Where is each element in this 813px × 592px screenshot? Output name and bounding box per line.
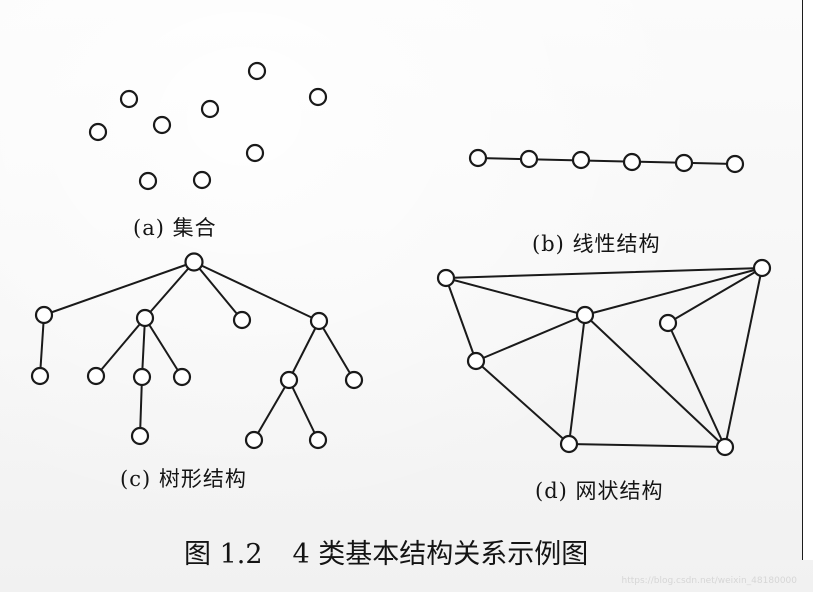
tree-node xyxy=(344,370,364,390)
graph-edge xyxy=(568,314,586,445)
set-node xyxy=(200,99,220,119)
linear-edge xyxy=(477,157,736,165)
graph-edge xyxy=(584,314,726,448)
set-node xyxy=(247,61,267,81)
graph-node xyxy=(559,434,579,454)
linear-node xyxy=(674,153,694,173)
set-structure xyxy=(88,61,328,191)
set-label: (a) 集合 xyxy=(133,216,217,240)
set-node xyxy=(308,87,328,107)
graph-edge xyxy=(445,277,477,362)
tree-label: (c) 树形结构 xyxy=(120,467,247,491)
set-node xyxy=(119,89,139,109)
graph-node xyxy=(575,305,595,325)
linear-label: (b) 线性结构 xyxy=(532,232,661,256)
graph-node xyxy=(752,258,772,278)
set-node xyxy=(152,115,172,135)
page-edge-border xyxy=(802,0,813,560)
tree-edge xyxy=(193,261,320,322)
tree-node xyxy=(130,426,150,446)
graph-node xyxy=(658,313,678,333)
tree-edge xyxy=(318,320,355,381)
tree-edge xyxy=(253,379,290,441)
graph-edge xyxy=(667,322,726,448)
tree-node xyxy=(308,430,328,450)
figure-title: 4 类基本结构关系示例图 xyxy=(292,539,589,570)
tree-node xyxy=(279,370,299,390)
graph-structure xyxy=(436,258,772,457)
graph-edge xyxy=(445,267,763,279)
graph-node xyxy=(466,351,486,371)
linear-node xyxy=(622,152,642,172)
tree-node xyxy=(309,311,329,331)
graph-node xyxy=(715,437,735,457)
tree-node xyxy=(244,430,264,450)
graph-edge xyxy=(584,267,763,316)
figure-number: 图 1.2 xyxy=(184,539,263,570)
tree-node xyxy=(34,305,54,325)
tree-edge xyxy=(193,261,243,321)
linear-structure xyxy=(468,148,745,174)
set-node xyxy=(192,170,212,190)
tree-structure xyxy=(30,252,364,450)
tree-edge xyxy=(288,320,320,381)
set-node xyxy=(88,122,108,142)
tree-node xyxy=(172,367,192,387)
linear-node xyxy=(519,149,539,169)
tree-edge xyxy=(144,317,183,378)
graph-edge xyxy=(568,443,726,448)
tree-node xyxy=(30,366,50,386)
tree-edge xyxy=(141,317,146,378)
tree-node xyxy=(86,366,106,386)
tree-edge xyxy=(39,314,45,377)
tree-node xyxy=(232,310,252,330)
tree-edge xyxy=(139,376,143,437)
tree-node xyxy=(132,367,152,387)
graph-edge xyxy=(445,277,586,316)
tree-node xyxy=(135,308,155,328)
tree-edge xyxy=(43,261,195,316)
watermark-text: https://blog.csdn.net/weixin_48180000 xyxy=(621,576,797,586)
figure-caption: 图 1.2 4 类基本结构关系示例图 xyxy=(184,532,588,571)
tree-edge xyxy=(95,317,146,377)
graph-edge xyxy=(475,360,570,445)
linear-node xyxy=(725,154,745,174)
graph-edge xyxy=(475,314,586,362)
tree-edge xyxy=(288,379,319,441)
graph-edge xyxy=(667,267,763,324)
tree-root-node xyxy=(184,252,204,272)
set-node xyxy=(138,171,158,191)
tree-edge xyxy=(144,261,195,319)
linear-node xyxy=(571,150,591,170)
graph-label: (d) 网状结构 xyxy=(535,479,664,503)
graph-node xyxy=(436,268,456,288)
set-node xyxy=(245,143,265,163)
graph-edge xyxy=(724,267,763,448)
linear-node xyxy=(468,148,488,168)
